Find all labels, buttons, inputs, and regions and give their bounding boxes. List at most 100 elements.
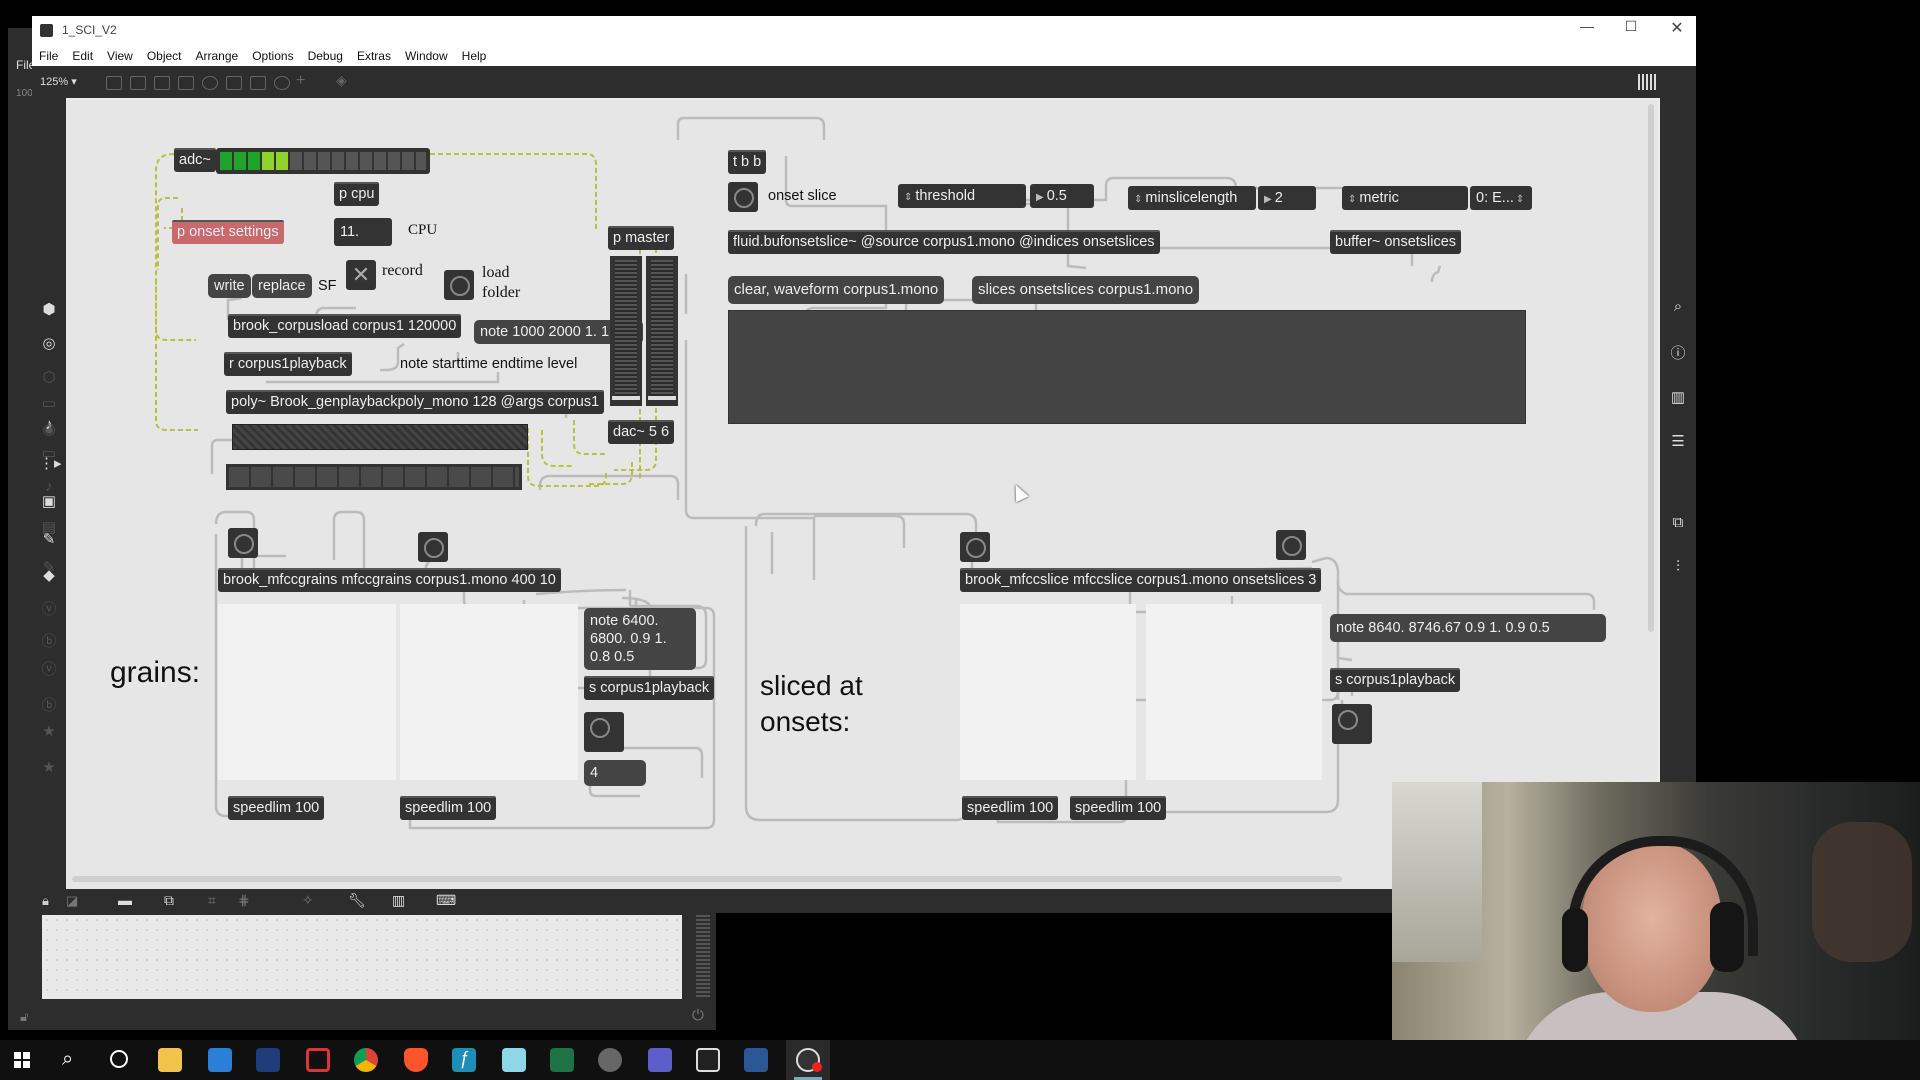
target-icon[interactable]: ◎	[42, 335, 56, 352]
debug-icon[interactable]: ⌗	[208, 892, 216, 908]
p-master-object[interactable]: p master	[608, 226, 675, 250]
menu-arrange[interactable]: Arrange	[195, 49, 239, 63]
magnet-icon[interactable]: ✧	[302, 892, 314, 908]
write-message[interactable]: write	[208, 274, 251, 298]
gain-left-knob[interactable]	[612, 396, 640, 400]
slider-icon[interactable]	[250, 76, 266, 90]
waveform-display[interactable]	[728, 310, 1526, 424]
grains-bang-3[interactable]	[584, 712, 624, 752]
mfccslice-object[interactable]: brook_mfccslice mfccslice corpus1.mono o…	[960, 568, 1322, 592]
corpusload-object[interactable]: brook_corpusload corpus1 120000	[228, 314, 462, 338]
pencil-icon[interactable]: ✎	[42, 531, 56, 548]
slice-bang-1[interactable]	[960, 532, 990, 562]
toggle-icon[interactable]	[178, 76, 194, 90]
excel-icon[interactable]	[550, 1048, 574, 1072]
threshold-umenu[interactable]: ⇕threshold	[898, 184, 1026, 208]
brave-icon[interactable]	[404, 1048, 428, 1072]
vertical-scrollbar[interactable]	[1648, 104, 1654, 632]
note-message-3[interactable]: note 8640. 8746.67 0.9 1. 0.9 0.5	[1330, 614, 1606, 642]
mixer-icon[interactable]: ⫶	[1676, 558, 1680, 575]
horizontal-scrollbar[interactable]	[72, 876, 1342, 882]
mail-icon[interactable]	[208, 1048, 232, 1072]
keyboard-icon[interactable]: ⌨	[436, 892, 457, 908]
recording-app-active[interactable]	[786, 1040, 830, 1080]
vst-icon[interactable]: ⓥ	[41, 601, 57, 618]
tbb-object[interactable]: t b b	[728, 150, 767, 174]
presentation-icon[interactable]: ◪	[66, 893, 79, 908]
slice-plot-2[interactable]	[1146, 604, 1322, 780]
picture-icon[interactable]: ▤	[41, 519, 57, 536]
clear-waveform-message[interactable]: clear, waveform corpus1.mono	[728, 276, 945, 304]
menu-window[interactable]: Window	[404, 49, 448, 63]
info-icon[interactable]: ⓘ	[1670, 345, 1686, 362]
chat-icon[interactable]: ▬	[118, 892, 132, 908]
max-icon[interactable]	[696, 1048, 720, 1072]
adc-object[interactable]: adc~	[174, 148, 216, 172]
cube-icon[interactable]: ⬡	[42, 369, 56, 386]
cortana-icon[interactable]	[110, 1050, 128, 1068]
master-gain-left[interactable]	[610, 256, 642, 406]
windows-start-icon[interactable]	[14, 1052, 30, 1068]
menu-extras[interactable]: Extras	[356, 49, 391, 63]
slice-plot-1[interactable]	[960, 604, 1136, 780]
secondary-scrollbar[interactable]	[696, 915, 710, 999]
image-icon[interactable]: ▣	[41, 493, 57, 510]
search-icon[interactable]: ⌕	[62, 1048, 74, 1070]
poly-object[interactable]: poly~ Brook_genplaybackpoly_mono 128 @ar…	[226, 390, 605, 414]
speedlim-3[interactable]: speedlim 100	[962, 796, 1059, 820]
number-icon[interactable]	[226, 76, 242, 90]
chrome-icon[interactable]	[354, 1048, 378, 1072]
grains-plot-2[interactable]	[400, 604, 578, 780]
r-corpus1playback-object[interactable]: r corpus1playback	[224, 352, 352, 376]
close-button[interactable]: ✕	[1670, 20, 1684, 37]
minslicelength-umenu[interactable]: ⇕minslicelength	[1128, 186, 1256, 210]
power-icon[interactable]: ⏻	[692, 1007, 704, 1024]
f-app-icon[interactable]: ƒ	[452, 1048, 476, 1072]
sequence-icon[interactable]: ⋮▸	[39, 455, 62, 472]
circle-b-icon[interactable]: ⓑ	[41, 697, 57, 714]
minimize-button[interactable]: —	[1580, 18, 1594, 34]
camera-icon[interactable]: ⧉	[1672, 514, 1684, 531]
menu-file[interactable]: File	[39, 49, 59, 63]
grains-bang-2[interactable]	[418, 532, 448, 562]
favorite-icon[interactable]: ★	[42, 759, 56, 776]
menu-help[interactable]: Help	[461, 49, 487, 63]
search-icon[interactable]: ⌕	[1673, 298, 1683, 315]
audio-app-icon[interactable]	[256, 1048, 280, 1072]
dac-object[interactable]: dac~ 5 6	[608, 420, 675, 444]
speedlim-1[interactable]: speedlim 100	[228, 796, 325, 820]
p-cpu-object[interactable]: p cpu	[334, 182, 380, 206]
replace-message[interactable]: replace	[252, 274, 312, 298]
menu-view[interactable]: View	[107, 49, 133, 63]
metric-umenu[interactable]: ⇕metric	[1342, 186, 1468, 210]
cpu-number-box[interactable]: 11.	[334, 218, 392, 246]
plug-icon[interactable]: ◆	[43, 567, 55, 584]
metric-value-menu[interactable]: 0: E...⇕	[1470, 186, 1532, 210]
maximize-button[interactable]: ☐	[1624, 18, 1638, 34]
mfccgrains-object[interactable]: brook_mfccgrains mfccgrains corpus1.mono…	[218, 568, 561, 592]
red-app-icon[interactable]	[306, 1048, 330, 1072]
s-corpus1playback-object-2[interactable]: s corpus1playback	[1330, 668, 1461, 692]
circle-v-icon[interactable]: ⓥ	[41, 661, 57, 678]
teams-icon[interactable]	[648, 1048, 672, 1072]
gain-right-knob[interactable]	[648, 396, 676, 400]
windows-icon[interactable]: ⧉	[164, 892, 174, 908]
slice-bang-3[interactable]	[1332, 704, 1372, 744]
buffer-onsetslices-object[interactable]: buffer~ onsetslices	[1330, 230, 1462, 254]
slices-message[interactable]: slices onsetslices corpus1.mono	[972, 276, 1200, 304]
dial-icon[interactable]	[274, 76, 290, 90]
speedlim-4[interactable]: speedlim 100	[1070, 796, 1167, 820]
patcher-canvas[interactable]: adc~ p cpu p onset settings 11. CPU writ…	[66, 100, 1658, 889]
grains-plot-1[interactable]	[218, 604, 396, 780]
threshold-number[interactable]: ▶0.5	[1030, 184, 1094, 208]
music-note-icon[interactable]: ♪	[45, 416, 53, 433]
bars-icon[interactable]: ▥	[392, 892, 406, 908]
grid-icon[interactable]	[1638, 74, 1656, 90]
lock-icon[interactable]: 🔒︎	[42, 893, 49, 908]
grid-toggle-icon[interactable]: ⋕	[238, 892, 250, 908]
onset-slice-bang[interactable]	[728, 182, 758, 212]
db-icon[interactable]: ⓑ	[41, 633, 57, 650]
list-icon[interactable]: ☰	[1671, 433, 1685, 450]
clock-app-icon[interactable]	[598, 1048, 622, 1072]
message-icon[interactable]	[130, 76, 146, 90]
